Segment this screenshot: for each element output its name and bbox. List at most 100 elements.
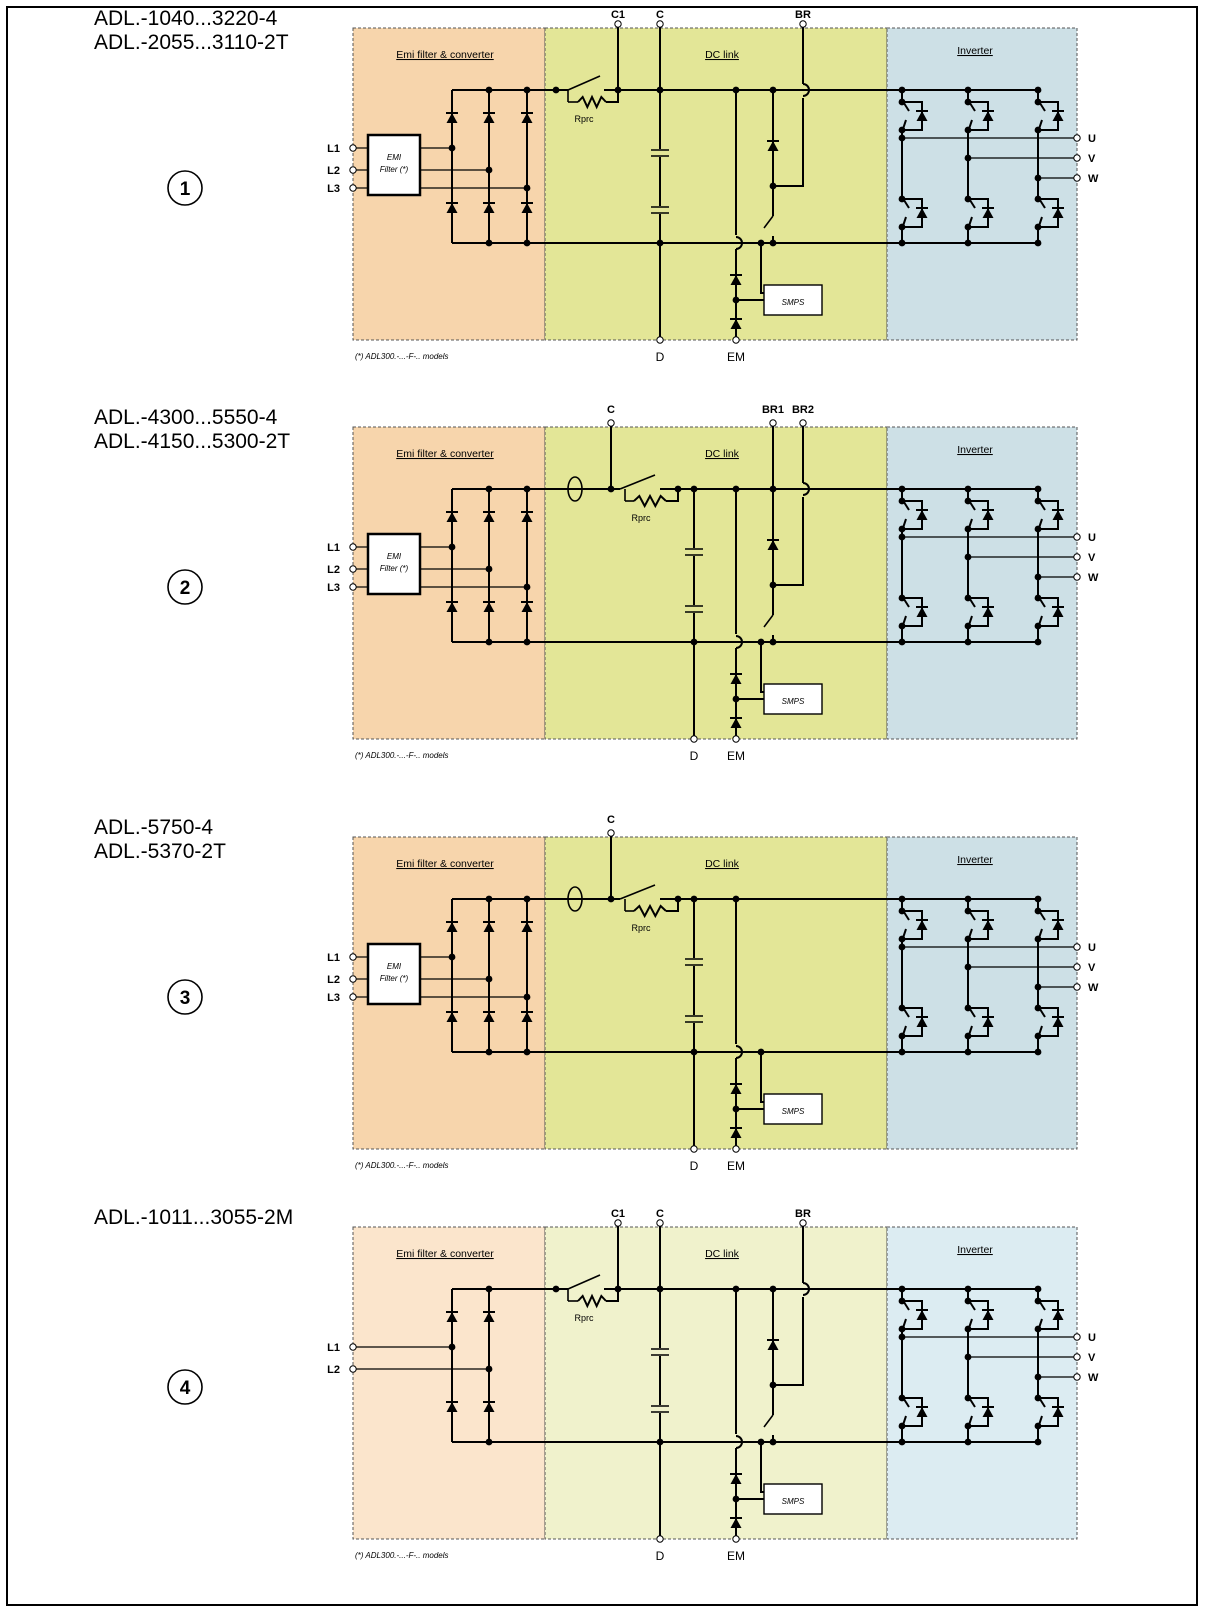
junction-dot bbox=[769, 182, 777, 190]
terminal-label: C bbox=[656, 9, 664, 21]
junction-dot bbox=[1034, 1325, 1042, 1333]
terminal-label: C1 bbox=[611, 1208, 625, 1220]
terminal-label: C1 bbox=[611, 9, 625, 21]
junction-dot bbox=[964, 1032, 972, 1040]
terminal-label: L2 bbox=[327, 1364, 340, 1376]
terminal-circle bbox=[1073, 553, 1081, 561]
smps-label: SMPS bbox=[782, 298, 805, 307]
junction-dot bbox=[523, 86, 531, 94]
junction-dot bbox=[964, 1394, 972, 1402]
junction-dot bbox=[1034, 594, 1042, 602]
junction-dot bbox=[1034, 895, 1042, 903]
wire bbox=[902, 198, 923, 228]
junction-dot bbox=[964, 126, 972, 134]
terminal-label: EM bbox=[727, 350, 745, 364]
panel-number: 3 bbox=[180, 988, 191, 1009]
wire bbox=[773, 497, 804, 586]
junction-dot bbox=[732, 86, 740, 94]
terminal-label: C bbox=[607, 404, 615, 416]
wire bbox=[902, 1007, 923, 1037]
zone-title: DC link bbox=[705, 448, 740, 460]
terminal-circle bbox=[349, 953, 357, 961]
wire bbox=[1038, 1007, 1059, 1037]
zone-inverter bbox=[886, 836, 1078, 1150]
junction-dot bbox=[732, 485, 740, 493]
model-name: ADL.-1040...3220-4 bbox=[94, 7, 278, 30]
junction-dot bbox=[1034, 223, 1042, 231]
panel-number: 1 bbox=[180, 179, 191, 200]
terminal-circle bbox=[656, 1535, 664, 1543]
smps-box bbox=[763, 1483, 823, 1515]
junction-dot bbox=[523, 638, 531, 646]
junction-dot bbox=[1034, 1438, 1042, 1446]
resistor-icon bbox=[577, 1293, 607, 1309]
igbt-switch-icon bbox=[964, 897, 994, 953]
junction-dot bbox=[485, 485, 493, 493]
wire bbox=[763, 614, 774, 628]
terminal-circle bbox=[656, 20, 664, 28]
diode-icon bbox=[521, 1012, 533, 1022]
resistor-icon bbox=[577, 94, 607, 110]
junction-dot bbox=[898, 239, 906, 247]
terminal-label: D bbox=[656, 350, 665, 364]
emi-filter-label: EMI bbox=[387, 153, 402, 162]
igbt-switch-icon bbox=[1034, 1287, 1064, 1343]
wire bbox=[902, 500, 923, 530]
junction-dot bbox=[523, 895, 531, 903]
capacitor-gap bbox=[651, 1405, 669, 1413]
wire bbox=[1038, 101, 1059, 131]
resistor-label: Rprc bbox=[574, 114, 594, 124]
emi-filter-box bbox=[366, 942, 422, 1006]
resistor-label: Rprc bbox=[631, 923, 651, 933]
diode-icon bbox=[483, 203, 495, 213]
diode-icon bbox=[483, 922, 495, 932]
diode-icon bbox=[483, 602, 495, 612]
diode-icon bbox=[446, 602, 458, 612]
wire bbox=[666, 489, 679, 502]
terminal-label: W bbox=[1088, 173, 1099, 185]
resistor-label: Rprc bbox=[631, 513, 651, 523]
junction-dot bbox=[898, 1285, 906, 1293]
igbt-switch-icon bbox=[898, 1287, 928, 1343]
zone-dc-link bbox=[544, 836, 888, 1150]
junction-dot bbox=[769, 581, 777, 589]
terminal-circle bbox=[349, 1343, 357, 1351]
zone-emi-converter bbox=[352, 1226, 546, 1540]
junction-dot bbox=[1034, 98, 1042, 106]
diode-icon bbox=[446, 1402, 458, 1412]
smps-label: SMPS bbox=[782, 1497, 805, 1506]
junction-dot bbox=[1034, 1285, 1042, 1293]
junction-dot bbox=[898, 1394, 906, 1402]
diode-icon bbox=[483, 1012, 495, 1022]
wire bbox=[760, 1052, 764, 1103]
junction-dot bbox=[1034, 935, 1042, 943]
igbt-switch-icon bbox=[1034, 994, 1064, 1050]
wire-crossover bbox=[802, 83, 810, 97]
zone-title: Emi filter & converter bbox=[396, 448, 494, 460]
junction-dot bbox=[898, 935, 906, 943]
terminal-label: V bbox=[1088, 552, 1096, 564]
terminal-circle bbox=[1073, 1353, 1081, 1361]
junction-dot bbox=[1034, 239, 1042, 247]
junction-dot bbox=[656, 239, 664, 247]
wire bbox=[773, 98, 804, 187]
emi-filter-label: Filter (*) bbox=[380, 974, 409, 983]
diode-icon bbox=[446, 1012, 458, 1022]
junction-dot bbox=[898, 622, 906, 630]
terminal-label: W bbox=[1088, 1372, 1099, 1384]
wire bbox=[619, 884, 656, 900]
diode-icon bbox=[446, 512, 458, 522]
junction-dot bbox=[964, 895, 972, 903]
junction-dot bbox=[898, 525, 906, 533]
diode-icon bbox=[521, 203, 533, 213]
igbt-switch-icon bbox=[898, 185, 928, 241]
capacitor-gap bbox=[651, 149, 669, 157]
terminal-circle bbox=[656, 336, 664, 344]
junction-dot bbox=[523, 485, 531, 493]
smps-box bbox=[763, 284, 823, 316]
terminal-circle bbox=[769, 419, 777, 427]
panel-1: ADL.-1040...3220-4ADL.-2055...3110-2T1Em… bbox=[94, 7, 1099, 364]
terminal-circle bbox=[349, 565, 357, 573]
wire bbox=[1038, 910, 1059, 940]
junction-dot bbox=[964, 485, 972, 493]
